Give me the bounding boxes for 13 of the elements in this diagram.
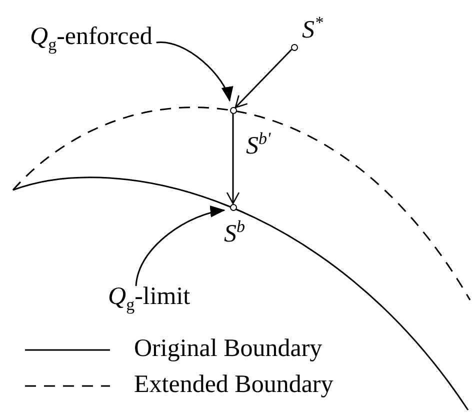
callout-label: Q$_{g}$-enforced (30, 24, 152, 53)
legend-label: Extended Boundary (134, 372, 334, 397)
point-marker (230, 106, 236, 114)
point-label: S$^{b'}$ (246, 130, 271, 158)
point-marker (290, 44, 298, 50)
point-label: S$^{*}$ (302, 14, 323, 42)
point-marker (230, 204, 236, 210)
legend-label: Original Boundary (134, 336, 322, 361)
curved-arrow (135, 206, 226, 286)
arrow (226, 114, 240, 204)
arrow (234, 49, 292, 108)
callout-label: Q$_{g}$-limit (108, 284, 190, 313)
point-label: S$^{b}$ (224, 218, 245, 246)
